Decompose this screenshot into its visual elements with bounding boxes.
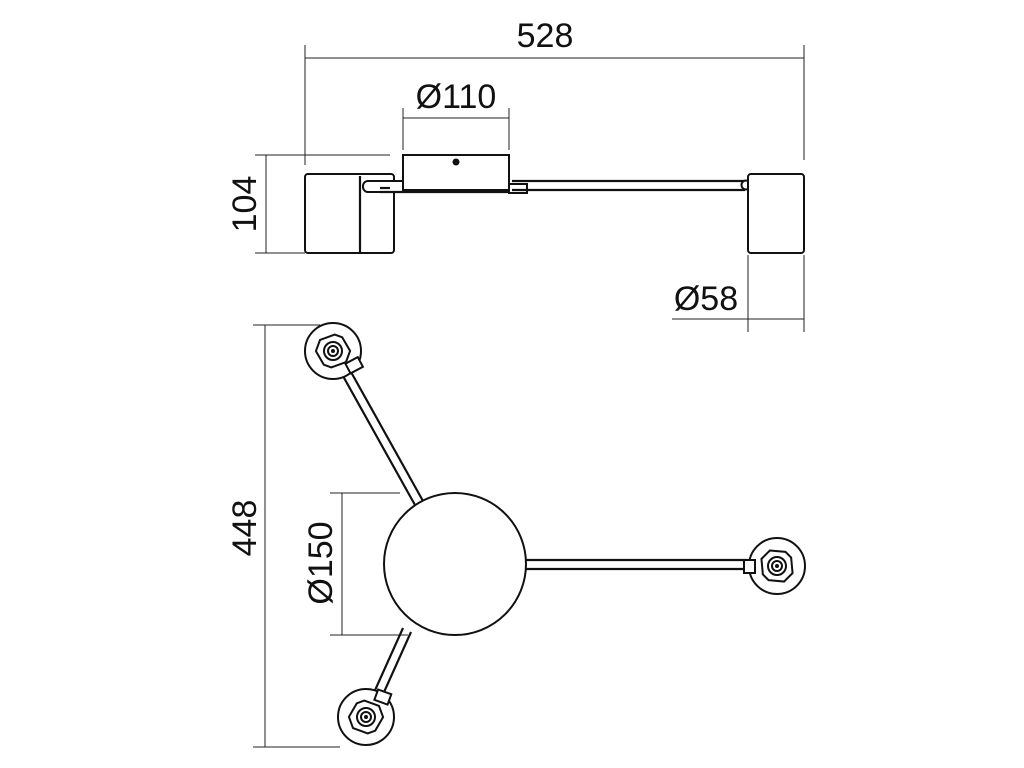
dimension-overall-depth: 448 [226, 324, 340, 748]
center-sphere [383, 492, 527, 636]
canopy-screw-icon [452, 158, 460, 166]
dimension-height: 104 [226, 154, 390, 254]
top-view: 448 Ø150 [226, 322, 806, 748]
top-spot-head-lower-left [337, 688, 395, 746]
lamp-socket-icon [364, 715, 368, 719]
top-spot-head-right [743, 537, 806, 595]
sphere-diameter-label: Ø150 [302, 521, 340, 604]
top-arms [342, 371, 748, 702]
dimension-canopy-diameter: Ø110 [402, 78, 510, 150]
dimension-head-diameter: Ø58 [672, 255, 805, 332]
canopy-diameter-label: Ø110 [416, 78, 497, 116]
side-view: 528 Ø110 104 Ø58 [226, 17, 805, 332]
overall-width-label: 528 [517, 17, 574, 55]
lamp-socket-icon [775, 564, 779, 568]
dimension-sphere-diameter: Ø150 [302, 492, 408, 636]
overall-depth-label: 448 [226, 500, 264, 557]
left-spot-head [304, 173, 395, 254]
right-spot-head [747, 173, 805, 254]
right-arm [512, 179, 752, 192]
top-spot-head-upper-left [304, 322, 365, 380]
lamp-socket-icon [331, 349, 335, 353]
dimension-overall-width: 528 [304, 17, 805, 165]
canopy [402, 154, 528, 194]
height-label: 104 [226, 176, 264, 233]
head-diameter-label: Ø58 [674, 280, 738, 318]
